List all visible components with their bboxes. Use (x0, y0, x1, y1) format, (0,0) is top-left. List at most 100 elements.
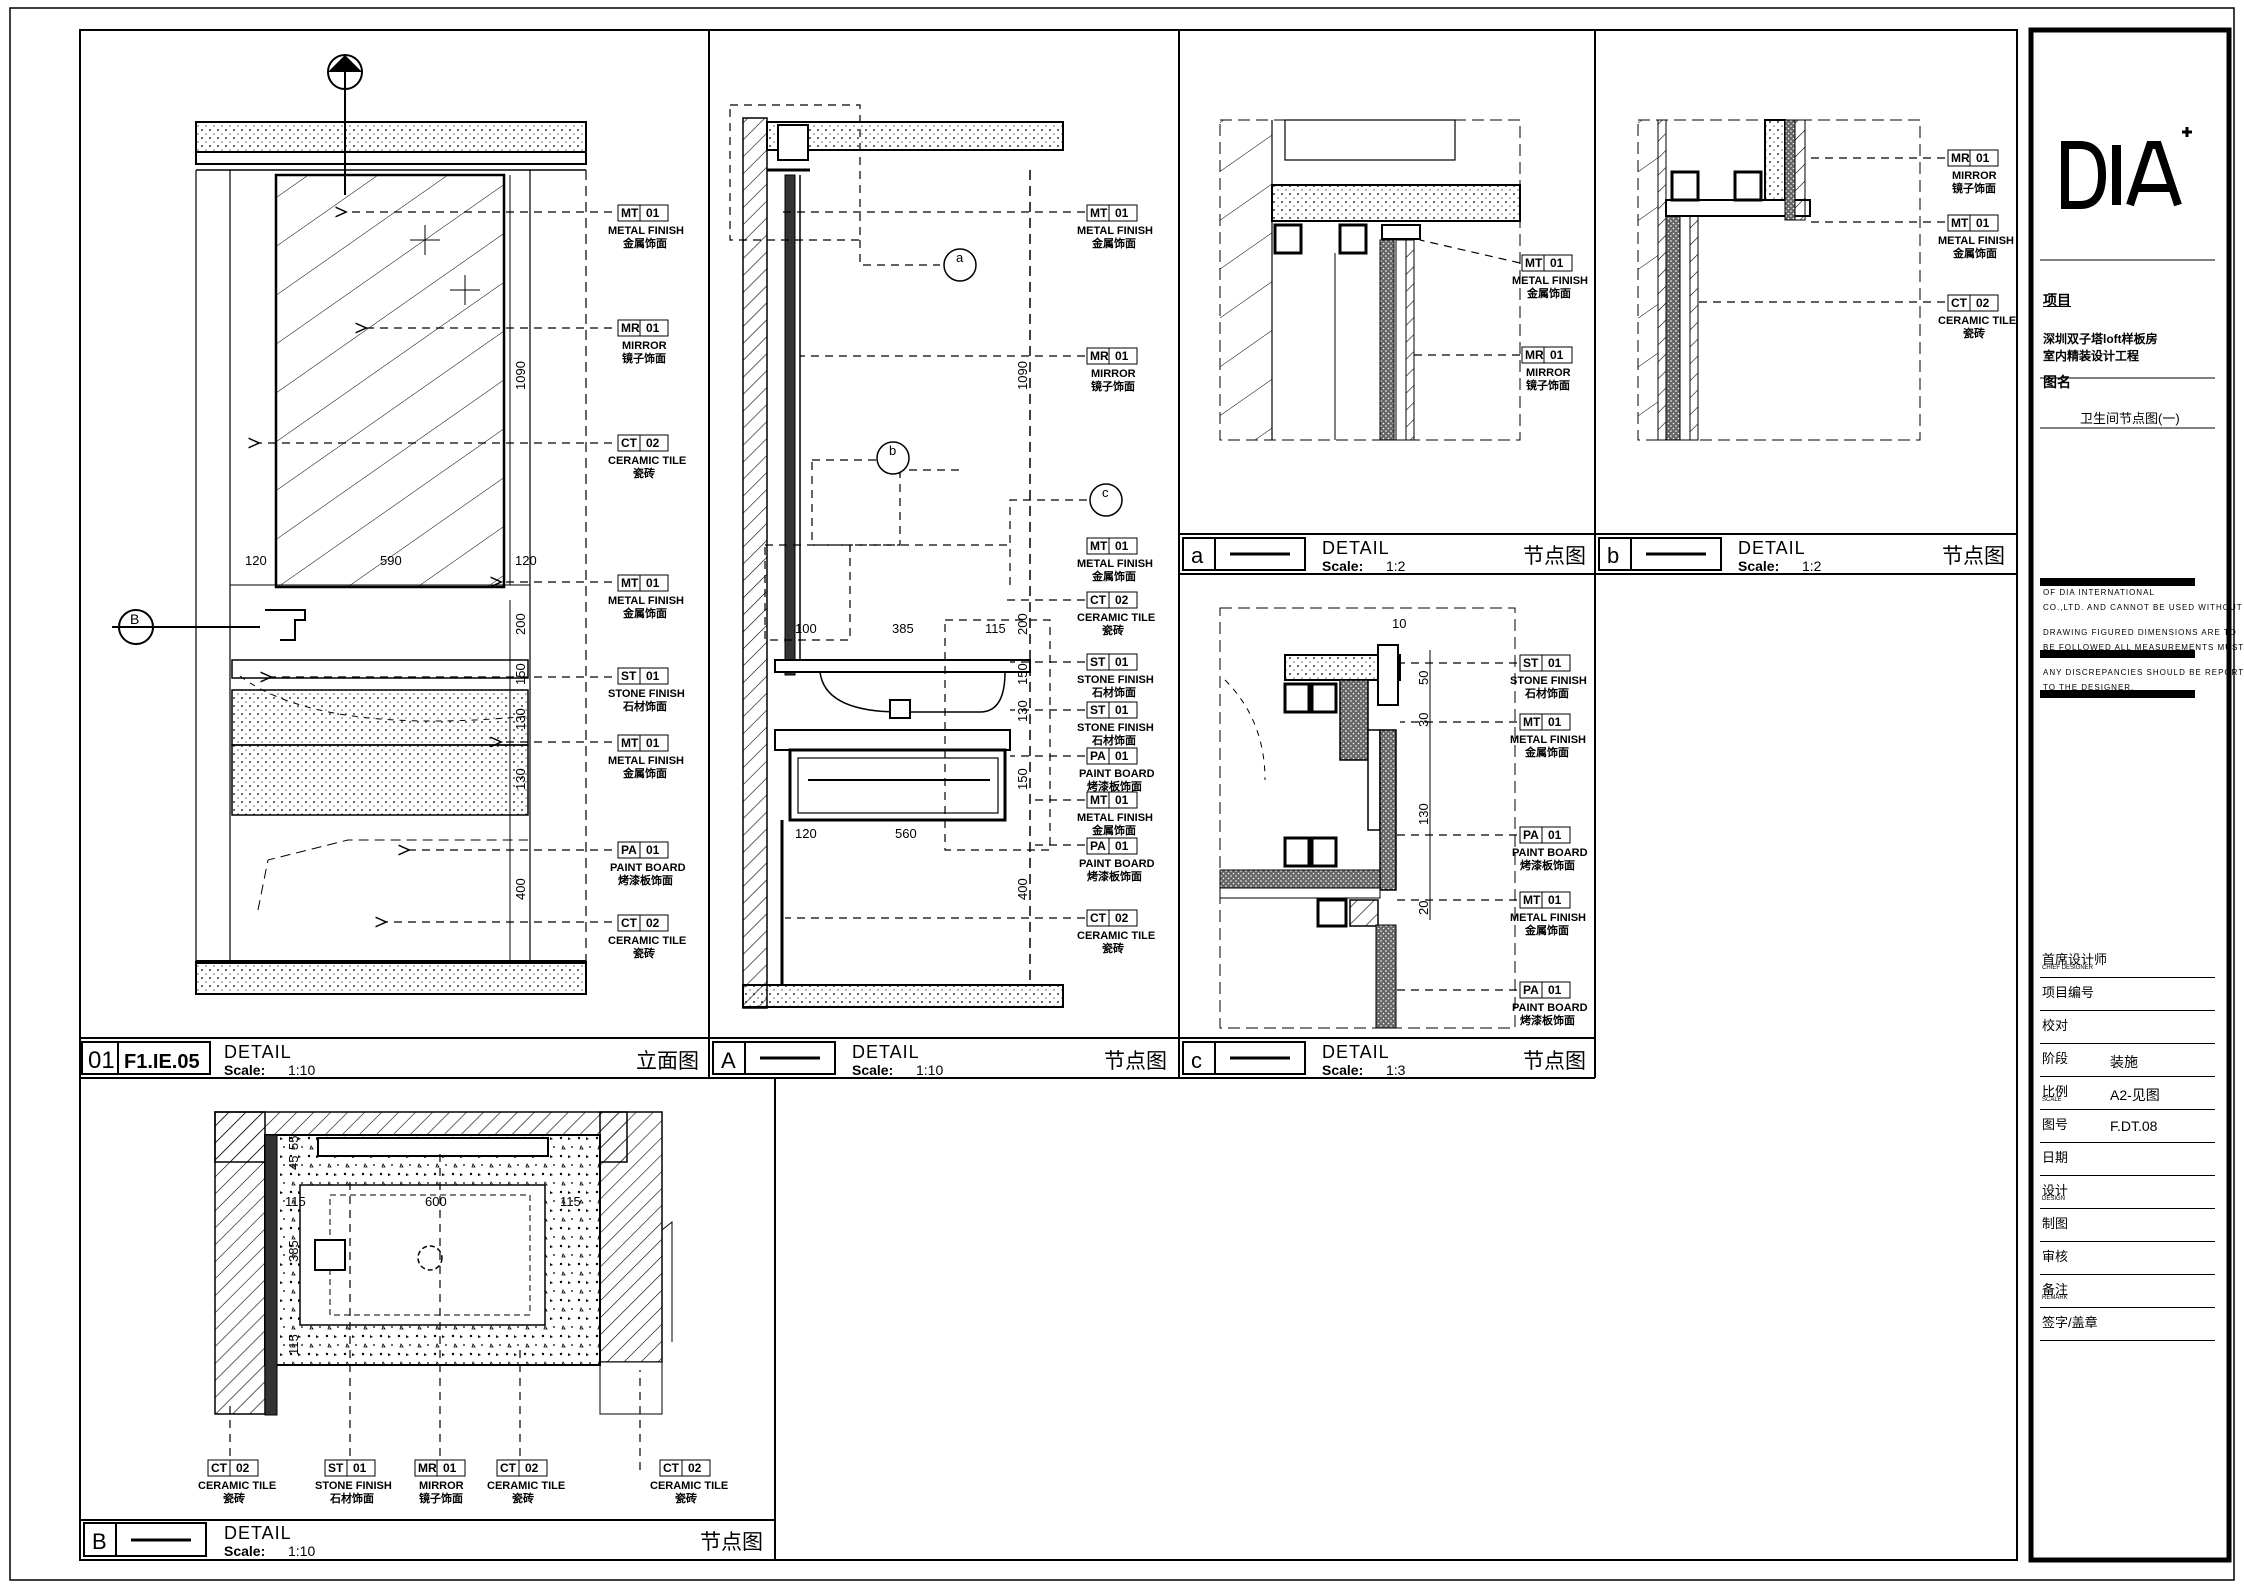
svg-text:节点图: 节点图 (1523, 1050, 1586, 1073)
svg-text:01: 01 (1976, 216, 1990, 230)
svg-text:CT: CT (1951, 296, 1968, 310)
section-A-drawing (729, 104, 1123, 1009)
svg-text:PA: PA (621, 843, 637, 857)
svg-text:METAL FINISH: METAL FINISH (1077, 225, 1153, 237)
svg-text:METAL FINISH: METAL FINISH (1512, 275, 1588, 287)
svg-text:01: 01 (1115, 749, 1129, 763)
svg-text:PA: PA (1523, 828, 1539, 842)
dim-plan-w1: 115 (285, 1194, 306, 1209)
svg-text:烤漆板饰面: 烤漆板饰面 (1087, 779, 1142, 793)
svg-text:金属饰面: 金属饰面 (1526, 286, 1571, 300)
svg-text:MT: MT (1090, 206, 1108, 220)
svg-text:MT: MT (1525, 256, 1543, 270)
dim-v2: 150 (513, 663, 528, 685)
svg-text:ST: ST (1090, 655, 1106, 669)
svg-text:01: 01 (1548, 656, 1562, 670)
svg-text:01: 01 (1550, 256, 1564, 270)
elevation-01-annotations: A B 120 590 120 1090 200 150 130 130 400 (130, 57, 537, 900)
dim-A-h: 1090 (1015, 361, 1030, 390)
dim-A-d3: 115 (985, 621, 1006, 636)
caption-01-scale-label: Scale: (224, 1062, 265, 1078)
svg-text:01: 01 (1115, 206, 1129, 220)
svg-text:CERAMIC TILE: CERAMIC TILE (608, 455, 686, 467)
svg-text:1:10: 1:10 (916, 1062, 943, 1078)
dim-A-v1: 200 (1015, 613, 1030, 635)
svg-text:金属饰面: 金属饰面 (1524, 923, 1569, 937)
svg-text:瓷砖: 瓷砖 (223, 1491, 245, 1505)
caption-01-scale: 1:10 (288, 1062, 315, 1078)
svg-text:PAINT BOARD: PAINT BOARD (1079, 858, 1155, 870)
svg-text:Scale:: Scale: (1322, 1062, 1363, 1078)
dim-plan-h3: 385 (286, 1240, 301, 1262)
svg-text:CT: CT (500, 1461, 517, 1475)
svg-text:MIRROR: MIRROR (1952, 170, 1997, 182)
marker-c-label: c (1102, 485, 1109, 500)
note-3: DRAWING FIGURED DIMENSIONS ARE TO (2043, 628, 2237, 637)
note-5: ANY DISCREPANCIES SHOULD BE REPORTED (2043, 668, 2244, 677)
dim-left: 120 (245, 553, 267, 568)
svg-text:节点图: 节点图 (1523, 545, 1586, 568)
svg-text:金属饰面: 金属饰面 (1952, 246, 1997, 260)
dim-A-v4: 150 (1015, 768, 1030, 790)
svg-text:ST: ST (1090, 703, 1106, 717)
svg-text:02: 02 (646, 916, 660, 930)
svg-text:CT: CT (1090, 593, 1107, 607)
svg-text:节点图: 节点图 (1104, 1050, 1167, 1073)
caption-a: a DETAIL Scale: 1:2 节点图 (1182, 537, 1586, 574)
svg-text:CERAMIC TILE: CERAMIC TILE (1077, 930, 1155, 942)
section-A-annotations: a b c 100 385 115 120 560 1090 200 150 1… (795, 250, 1109, 900)
svg-text:01: 01 (1115, 349, 1129, 363)
svg-text:b: b (1607, 543, 1619, 568)
svg-text:MIRROR: MIRROR (1091, 368, 1136, 380)
dim-plan-w2: 600 (425, 1194, 447, 1209)
svg-text:MR: MR (418, 1461, 437, 1475)
dim-A-b1: 120 (795, 826, 817, 841)
svg-text:PAINT BOARD: PAINT BOARD (1079, 768, 1155, 780)
svg-text:镜子饰面: 镜子饰面 (1952, 181, 1996, 195)
svg-text:METAL FINISH: METAL FINISH (1077, 812, 1153, 824)
svg-text:PAINT BOARD: PAINT BOARD (1512, 847, 1588, 859)
svg-text:DETAIL: DETAIL (852, 1042, 920, 1062)
note-6: TO THE DESIGNER. (2043, 683, 2135, 692)
svg-text:CT: CT (1090, 911, 1107, 925)
title-field-row: 审核 (2040, 1242, 2215, 1275)
svg-text:CT: CT (211, 1461, 228, 1475)
panel-grid (80, 30, 2017, 1560)
title-block (2028, 27, 2232, 1563)
svg-text:MT: MT (1090, 793, 1108, 807)
svg-text:MT: MT (1090, 539, 1108, 553)
svg-text:MT: MT (1951, 216, 1969, 230)
svg-text:01: 01 (1115, 703, 1129, 717)
svg-text:金属饰面: 金属饰面 (1091, 823, 1136, 837)
dim-plan-h1: 45 (286, 1156, 301, 1170)
dim-c-c: 130 (1416, 803, 1431, 825)
svg-text:PA: PA (1090, 839, 1106, 853)
caption-A: A DETAIL Scale: 1:10 节点图 (712, 1041, 1167, 1078)
note-4: BE FOLLOWED ALL MEASUREMENTS MUST (2043, 643, 2244, 652)
title-field-row: 校对 (2040, 1011, 2215, 1044)
svg-text:01: 01 (1548, 983, 1562, 997)
svg-text:ST: ST (1523, 656, 1539, 670)
svg-text:CERAMIC TILE: CERAMIC TILE (198, 1480, 276, 1492)
svg-text:DETAIL: DETAIL (1322, 538, 1390, 558)
dim-A-v5: 400 (1015, 878, 1030, 900)
svg-text:ST: ST (328, 1461, 344, 1475)
dim-c-a: 50 (1416, 671, 1431, 685)
svg-text:CERAMIC TILE: CERAMIC TILE (1938, 315, 2016, 327)
svg-text:MT: MT (621, 576, 639, 590)
caption-A-id: A (721, 1048, 736, 1073)
svg-text:Scale:: Scale: (852, 1062, 893, 1078)
dim-c-b: 30 (1416, 713, 1431, 727)
